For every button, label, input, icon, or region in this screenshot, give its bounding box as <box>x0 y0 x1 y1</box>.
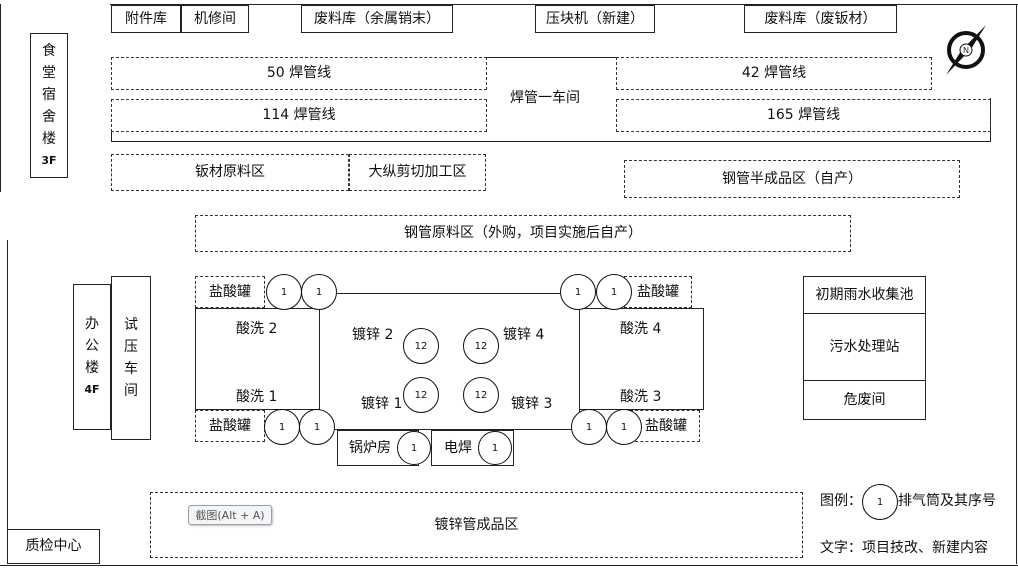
attachments-storage: 附件库 <box>111 5 181 33</box>
zinc-4-label: 镀锌 4 <box>503 327 545 343</box>
exhaust-stack: 1 <box>266 274 302 310</box>
pressure-test-workshop: 试 压 车 间 <box>111 276 151 440</box>
legend-stack-circle: 1 <box>862 484 898 520</box>
legend-stack-description: 排气筒及其序号 <box>898 493 996 509</box>
legend-prefix: 图例： <box>820 493 862 509</box>
welded-pipe-line-165: 165 焊管线 <box>616 99 991 132</box>
semi-finished-pipe-area: 钢管半成品区（自产） <box>624 160 960 198</box>
pickling-4-label: 酸洗 4 <box>620 321 662 337</box>
welded-pipe-line-50: 50 焊管线 <box>111 57 487 90</box>
exhaust-stack: 1 <box>299 409 335 445</box>
exhaust-stack: 1 <box>397 431 431 465</box>
exhaust-stack: 12 <box>403 377 439 413</box>
scrap-plate-storage: 废料库（废钣材） <box>744 5 897 33</box>
pickling-2-label: 酸洗 2 <box>236 321 278 337</box>
exhaust-stack: 1 <box>571 409 607 445</box>
hcl-tank-top-right: 盐酸罐 <box>624 276 692 308</box>
exhaust-stack: 1 <box>606 409 642 445</box>
pickling-3-label: 酸洗 3 <box>620 389 662 405</box>
exhaust-stack: 12 <box>463 377 499 413</box>
compass-letter: N <box>963 46 969 55</box>
screenshot-tooltip: 截图(Alt + A) <box>188 505 272 525</box>
boundary-bottom-line <box>0 565 1018 566</box>
pickling-block-left <box>195 308 320 410</box>
pickling-block-right <box>579 308 704 410</box>
welded-pipe-line-114: 114 焊管线 <box>111 99 487 132</box>
canteen-dormitory-building: 食 堂 宿 舍 楼 3F <box>30 33 68 178</box>
sewage-treatment-station: 污水处理站 <box>803 313 926 381</box>
plate-raw-material-area: 钣材原料区 <box>111 154 349 191</box>
pickling-1-label: 酸洗 1 <box>236 389 278 405</box>
exhaust-stack: 1 <box>560 274 596 310</box>
slitting-processing-area: 大纵剪切加工区 <box>349 154 486 191</box>
boundary-top-line <box>110 4 1018 5</box>
legend-text-note: 文字：项目技改、新建内容 <box>820 540 988 556</box>
office-building: 办 公 楼 4F <box>73 284 111 430</box>
exhaust-stack: 1 <box>478 431 512 465</box>
exhaust-stack: 12 <box>463 328 499 364</box>
welding-room: 电焊 <box>431 430 514 466</box>
hazardous-waste-room: 危废间 <box>803 380 926 420</box>
exhaust-stack: 1 <box>264 409 300 445</box>
boundary-right-line <box>1016 4 1017 564</box>
initial-rainwater-collection-pool: 初期雨水收集池 <box>803 276 926 314</box>
hcl-tank-top-left: 盐酸罐 <box>195 276 265 308</box>
compass-icon: N <box>940 22 992 78</box>
zinc-2-label: 镀锌 2 <box>352 327 394 343</box>
press-block-machine: 压块机（新建） <box>535 5 655 33</box>
workshop-outline-bottom <box>111 141 991 142</box>
zinc-3-label: 镀锌 3 <box>511 396 553 412</box>
welded-pipe-line-42: 42 焊管线 <box>616 57 932 90</box>
pipe-raw-material-area: 钢管原料区（外购，项目实施后自产） <box>195 215 851 252</box>
hcl-tank-bottom-left: 盐酸罐 <box>195 410 265 442</box>
boundary-left-lower-line <box>7 240 8 530</box>
boundary-left-line <box>0 4 1 192</box>
exhaust-stack: 1 <box>301 274 337 310</box>
exhaust-stack: 1 <box>596 274 632 310</box>
galvanized-pipe-finished-area: 镀锌管成品区 <box>150 492 803 558</box>
welded-pipe-workshop-1-label: 焊管一车间 <box>510 90 580 106</box>
exhaust-stack: 12 <box>403 328 439 364</box>
quality-inspection-center: 质检中心 <box>7 529 100 564</box>
scrap-metal-storage: 废料库（余属销末） <box>301 5 453 33</box>
workshop-divider-line <box>487 57 616 58</box>
workshop-outline-left <box>111 130 112 142</box>
machine-repair-room: 机修间 <box>181 5 249 33</box>
zinc-1-label: 镀锌 1 <box>361 396 403 412</box>
